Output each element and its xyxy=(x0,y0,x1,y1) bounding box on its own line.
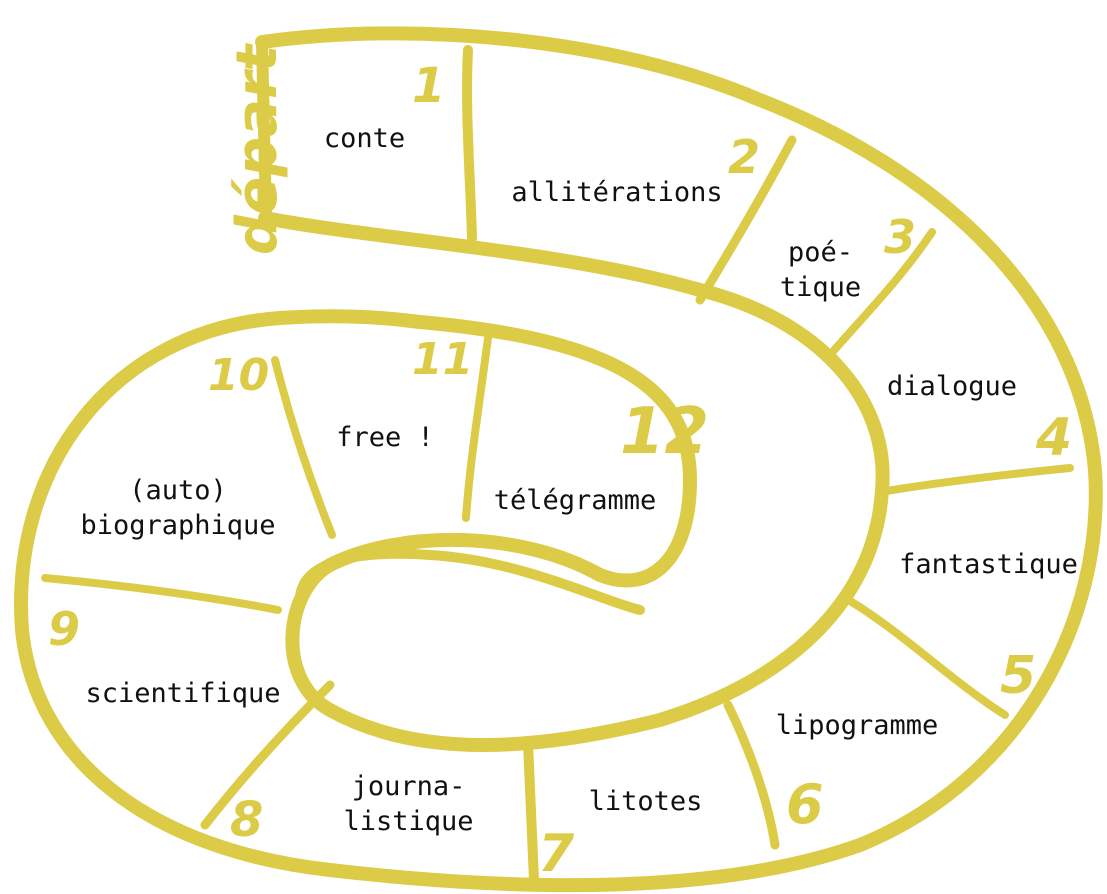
square-6-label: lipogramme xyxy=(775,710,939,741)
square-11-label: free ! xyxy=(336,422,434,453)
square-9-number: 9 xyxy=(48,602,81,656)
square-5-number: 5 xyxy=(1000,646,1037,706)
outer-track-border xyxy=(14,26,1103,893)
square-2-number: 2 xyxy=(728,130,761,184)
divider-6-7 xyxy=(723,700,780,850)
start-label: départ xyxy=(225,44,290,255)
divider-7-8 xyxy=(523,737,539,885)
square-1-number: 1 xyxy=(412,58,446,114)
divider-2-3 xyxy=(695,135,797,305)
square-8-label: journa- listique xyxy=(343,771,474,837)
divider-10-11 xyxy=(271,356,336,539)
square-12-number: 12 xyxy=(620,395,710,469)
square-4-number: 4 xyxy=(1036,408,1073,468)
square-11-number: 11 xyxy=(412,334,474,385)
square-12-label: télégramme xyxy=(493,485,657,516)
start-edge xyxy=(256,36,272,224)
divider-8-9 xyxy=(200,680,335,830)
square-8-number: 8 xyxy=(230,792,264,848)
square-3-number: 3 xyxy=(884,210,917,264)
divider-5-6 xyxy=(841,594,1009,719)
square-5-label: fantastique xyxy=(899,549,1078,580)
square-10-label: (auto) biographique xyxy=(80,475,276,541)
square-7-label: litotes xyxy=(588,786,703,817)
divider-11-12 xyxy=(462,334,492,522)
center-hole xyxy=(295,548,645,615)
divider-3-4 xyxy=(826,228,936,359)
square-9-label: scientifique xyxy=(85,678,281,709)
square-10-number: 10 xyxy=(208,350,270,401)
divider-1-2 xyxy=(462,45,477,243)
square-1-label: conte xyxy=(323,123,406,154)
divider-9-10 xyxy=(41,574,282,614)
square-7-number: 7 xyxy=(538,824,575,884)
inner-track-border xyxy=(258,211,890,752)
divider-4-5 xyxy=(876,464,1074,496)
square-2-label: allitérations xyxy=(511,177,723,208)
square-3-label: poé- tique xyxy=(779,237,862,303)
square-6-number: 6 xyxy=(786,773,824,836)
square-4-label: dialogue xyxy=(886,371,1018,402)
